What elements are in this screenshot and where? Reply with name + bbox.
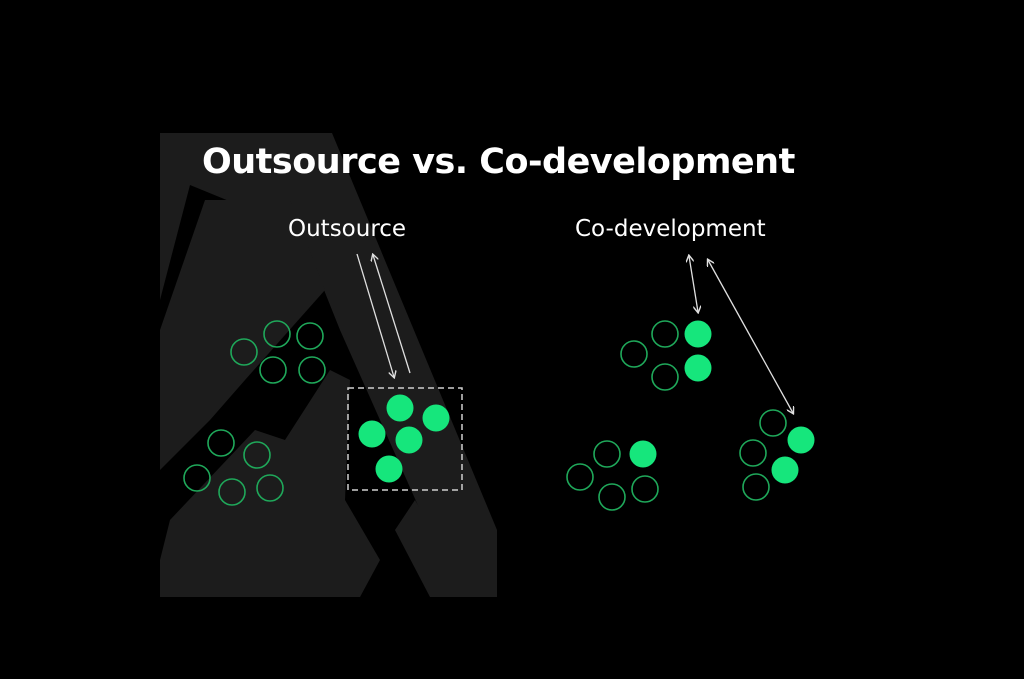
codev-team-top [620,320,712,391]
outsource-vendor-box [347,387,463,491]
codev-label: Co-development [575,216,766,242]
codev-team-bottom-left [566,440,659,511]
outsource-arrow-down [356,253,394,377]
outsource-label: Outsource [288,216,407,242]
slide-title: Outsource vs. Co-development [202,142,795,182]
codev-arrow-2 [708,260,793,413]
codev-team-bottom-right [739,409,815,501]
outsource-team-2 [183,429,284,506]
background-logo-watermark [160,133,497,597]
outsource-arrow-up [373,255,411,374]
outsource-vendor-team [358,394,450,483]
codev-arrow-1 [689,256,698,312]
outsource-team-1 [230,320,326,384]
